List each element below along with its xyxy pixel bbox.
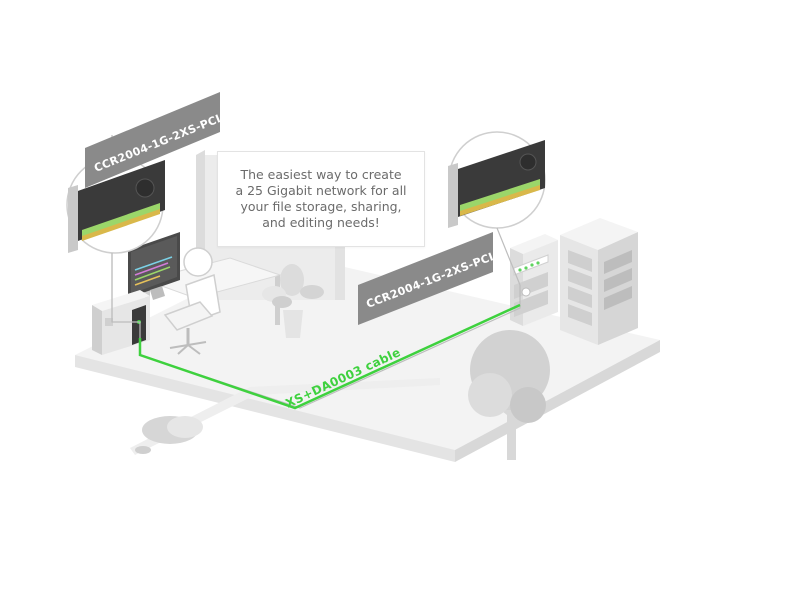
potted-plant-icon	[262, 264, 324, 338]
pcie-card-right	[448, 140, 545, 228]
pc-tower-icon	[92, 290, 150, 355]
server-rack-icon	[560, 218, 638, 345]
rock-icon	[135, 416, 203, 454]
pcie-card-left	[68, 160, 165, 253]
office-chair-icon	[163, 247, 221, 355]
monitor-icon	[128, 232, 180, 300]
nas-server-icon	[510, 234, 558, 326]
info-callout: The easiest way to create a 25 Gigabit n…	[217, 151, 425, 247]
tree-icon	[468, 330, 550, 460]
callout-text: The easiest way to create a 25 Gigabit n…	[235, 167, 407, 230]
